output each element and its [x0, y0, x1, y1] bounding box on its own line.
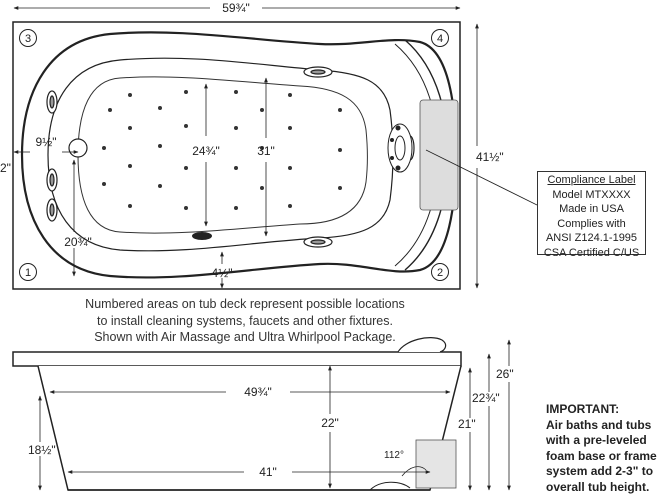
compliance-leader	[425, 149, 538, 206]
compliance-label-title: Compliance Label	[547, 174, 636, 186]
corner-2: 2	[437, 267, 443, 279]
side-left-height-label: 18½"	[28, 443, 56, 457]
note-line: Shown with Air Massage and Ultra Whirlpo…	[94, 330, 396, 344]
important-title: IMPORTANT:	[546, 402, 620, 416]
compliance-line: Model MTXXXX	[552, 188, 631, 201]
left-edge-label: 2"	[0, 161, 11, 175]
pillow	[419, 99, 459, 211]
important-line: overall tub height.	[546, 479, 650, 494]
side-view: 49¾" 41" 22" 18½" 21" 22¾" 26" 112°	[12, 337, 514, 491]
interior-width-label: 24¾"	[192, 144, 220, 158]
corner-4: 4	[437, 33, 443, 45]
compliance-line: ANSI Z124.1-1995	[545, 232, 638, 244]
side-deck	[12, 351, 462, 367]
important-line: with a pre-leveled	[546, 433, 647, 447]
overall-width-label: 41½"	[476, 150, 504, 164]
side-pillow	[397, 337, 447, 353]
overall-length-label: 59¾"	[222, 1, 250, 15]
top-view: 59¾" 3 4 1 2	[0, 1, 538, 290]
overflow-drain	[68, 138, 88, 158]
side-height-21-label: 21"	[458, 417, 476, 431]
corner-markers: 3 4 1 2	[19, 29, 449, 281]
side-angle-label: 112°	[384, 450, 404, 461]
compliance-line: Complies with	[557, 217, 626, 230]
end-width-label: 20¾"	[64, 235, 92, 249]
compliance-line: CSA Certified C/US	[543, 246, 640, 259]
deck-depth-label: 4½"	[212, 266, 233, 280]
compliance-line: Made in USA	[559, 203, 624, 215]
deck-notes: Numbered areas on tub deck represent pos…	[40, 296, 450, 346]
important-line: Air baths and tubs	[546, 417, 652, 432]
control-cluster	[387, 123, 413, 173]
side-bottom-length-label: 41"	[259, 465, 277, 479]
note-line: Numbered areas on tub deck represent pos…	[85, 297, 405, 311]
compliance-label: Compliance Label Model MTXXXX Made in US…	[537, 171, 646, 259]
side-top-length-label: 49¾"	[244, 385, 272, 399]
drain-offset-label: 9½"	[36, 135, 57, 149]
note-line: to install cleaning systems, faucets and…	[97, 313, 393, 328]
tub-interior	[77, 76, 368, 234]
tub-rim	[20, 31, 458, 279]
side-height-22-label: 22¾"	[472, 391, 500, 405]
tub-deck-outline	[12, 21, 461, 290]
pump-block	[415, 439, 457, 489]
side-height-26-label: 26"	[496, 367, 514, 381]
side-depth-label: 22"	[321, 416, 339, 430]
corner-1: 1	[25, 267, 31, 279]
air-massage-jets	[102, 90, 342, 210]
corner-3: 3	[25, 33, 31, 45]
drain	[192, 232, 212, 240]
important-line: system add 2-3" to	[546, 464, 654, 478]
important-note: IMPORTANT: Air baths and tubs with a pre…	[546, 402, 664, 495]
important-line: foam base or frame	[546, 448, 657, 463]
interior-length-label: 31"	[257, 144, 275, 158]
